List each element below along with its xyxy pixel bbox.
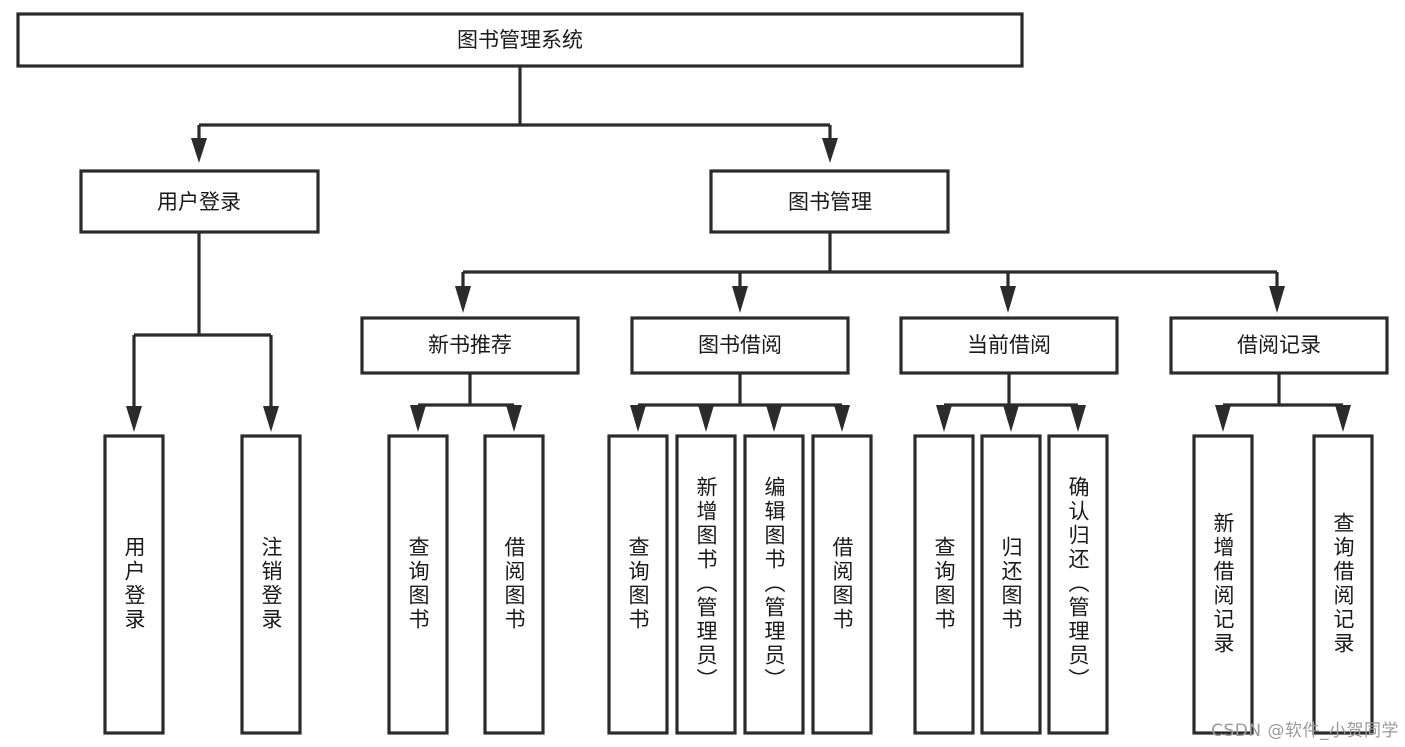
node-borrow-record[interactable]: 借阅记录 bbox=[1169, 316, 1389, 375]
arrow-to-leaf-bb-add-book bbox=[698, 405, 714, 432]
leaf-bb-borrow-book-box bbox=[811, 434, 873, 735]
leaf-br-add-record-box bbox=[1192, 434, 1254, 735]
leaf-cb-query-book-label: 查询图书 bbox=[932, 536, 956, 632]
node-borrow-record-box bbox=[1169, 316, 1389, 375]
leaf-bb-query-book[interactable]: 查询图书 bbox=[607, 434, 669, 735]
leaf-bb-edit-book-label: 编辑图书（管理员） bbox=[762, 476, 786, 692]
arrow-to-leaf-cb-return-book bbox=[1003, 405, 1019, 432]
leaf-nb-query-book[interactable]: 查询图书 bbox=[387, 434, 449, 735]
node-book-borrow[interactable]: 图书借阅 bbox=[630, 316, 850, 375]
leaf-br-add-record-label: 新增借阅记录 bbox=[1211, 512, 1235, 656]
node-new-book-recommend-box bbox=[360, 316, 580, 375]
arrow-to-leaf-user-login bbox=[126, 406, 142, 432]
leaf-cb-return-book-label: 归还图书 bbox=[999, 536, 1023, 632]
node-root-label: 图书管理系统 bbox=[457, 28, 583, 52]
leaf-bb-add-book-box bbox=[675, 434, 737, 735]
leaf-cb-confirm-return-label: 确认归还（管理员） bbox=[1066, 476, 1090, 692]
leaf-logout[interactable]: 注销登录 bbox=[240, 434, 302, 735]
leaf-nb-borrow-book[interactable]: 借阅图书 bbox=[483, 434, 545, 735]
node-user-login[interactable]: 用户登录 bbox=[79, 169, 320, 234]
node-current-borrow-box bbox=[899, 316, 1119, 375]
leaf-user-login-box bbox=[103, 434, 165, 735]
arrow-to-borrow-record bbox=[1269, 286, 1285, 313]
node-borrow-record-label: 借阅记录 bbox=[1237, 333, 1321, 357]
arrow-to-leaf-logout bbox=[263, 406, 279, 432]
node-book-manage-label: 图书管理 bbox=[788, 190, 872, 214]
node-new-book-recommend[interactable]: 新书推荐 bbox=[360, 316, 580, 375]
leaf-bb-borrow-book[interactable]: 借阅图书 bbox=[811, 434, 873, 735]
leaf-cb-confirm-return-box bbox=[1047, 434, 1109, 735]
leaf-bb-borrow-book-label: 借阅图书 bbox=[830, 536, 854, 632]
leaf-cb-query-book-box bbox=[913, 434, 975, 735]
leaf-cb-return-book[interactable]: 归还图书 bbox=[980, 434, 1042, 735]
leaf-user-login-label: 用户登录 bbox=[122, 536, 146, 632]
node-new-book-recommend-label: 新书推荐 bbox=[428, 333, 512, 357]
leaf-bb-query-book-box bbox=[607, 434, 669, 735]
node-book-manage[interactable]: 图书管理 bbox=[709, 169, 950, 234]
leaf-bb-edit-book-box bbox=[743, 434, 805, 735]
leaf-nb-borrow-book-label: 借阅图书 bbox=[502, 536, 526, 632]
leaf-bb-add-book[interactable]: 新增图书（管理员） bbox=[675, 434, 737, 735]
leaf-logout-box bbox=[240, 434, 302, 735]
leaf-br-query-record[interactable]: 查询借阅记录 bbox=[1312, 434, 1374, 735]
leaf-cb-confirm-return[interactable]: 确认归还（管理员） bbox=[1047, 434, 1109, 735]
arrow-to-leaf-cb-query-book bbox=[936, 405, 952, 432]
leaf-nb-query-book-label: 查询图书 bbox=[406, 536, 430, 632]
arrow-to-leaf-br-query-record bbox=[1335, 405, 1351, 432]
arrow-to-book-borrow bbox=[732, 286, 748, 313]
leaf-user-login[interactable]: 用户登录 bbox=[103, 434, 165, 735]
leaf-cb-return-book-box bbox=[980, 434, 1042, 735]
node-root-box bbox=[16, 12, 1024, 68]
leaf-br-add-record[interactable]: 新增借阅记录 bbox=[1192, 434, 1254, 735]
node-root[interactable]: 图书管理系统 bbox=[16, 12, 1024, 68]
leaf-bb-add-book-label: 新增图书（管理员） bbox=[694, 476, 718, 692]
leaf-bb-query-book-label: 查询图书 bbox=[626, 536, 650, 632]
arrow-root-to-user-login bbox=[191, 138, 207, 163]
arrow-to-leaf-br-add-record bbox=[1215, 405, 1231, 432]
leaf-bb-edit-book[interactable]: 编辑图书（管理员） bbox=[743, 434, 805, 735]
arrow-to-leaf-bb-borrow-book bbox=[834, 405, 850, 432]
leaf-br-query-record-label: 查询借阅记录 bbox=[1331, 512, 1355, 656]
node-book-manage-box bbox=[709, 169, 950, 234]
leaf-nb-borrow-book-box bbox=[483, 434, 545, 735]
arrow-to-leaf-bb-edit-book bbox=[766, 405, 782, 432]
arrow-to-new-book-recommend bbox=[455, 286, 471, 313]
leaf-br-query-record-box bbox=[1312, 434, 1374, 735]
node-book-borrow-label: 图书借阅 bbox=[698, 333, 782, 357]
arrow-to-current-borrow bbox=[1000, 286, 1016, 313]
node-current-borrow[interactable]: 当前借阅 bbox=[899, 316, 1119, 375]
arrow-to-leaf-nb-query-book bbox=[410, 405, 426, 432]
node-book-borrow-box bbox=[630, 316, 850, 375]
node-current-borrow-label: 当前借阅 bbox=[967, 333, 1051, 357]
node-user-login-label: 用户登录 bbox=[157, 190, 241, 214]
arrow-to-leaf-cb-confirm-return bbox=[1070, 405, 1086, 432]
csdn-watermark: CSDN @软件_小贺同学 bbox=[1211, 721, 1399, 741]
arrow-root-to-book-manage bbox=[822, 138, 838, 163]
arrow-to-leaf-bb-query-book bbox=[630, 405, 646, 432]
arrow-to-leaf-nb-borrow-book bbox=[506, 405, 522, 432]
leaf-nb-query-book-box bbox=[387, 434, 449, 735]
leaf-logout-label: 注销登录 bbox=[259, 536, 283, 632]
leaf-cb-query-book[interactable]: 查询图书 bbox=[913, 434, 975, 735]
